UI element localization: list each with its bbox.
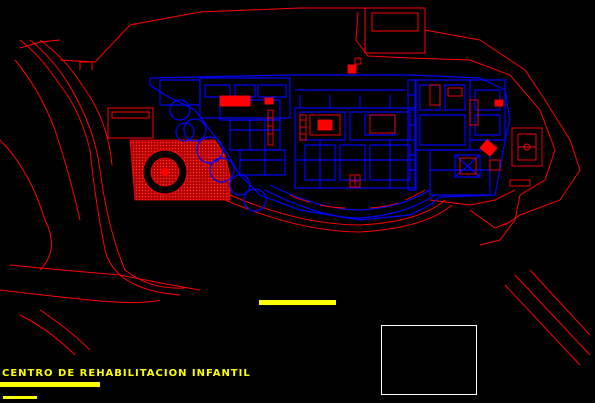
drawing-title: CENTRO DE REHABILITACION INFANTIL (2, 368, 251, 379)
layout-viewport[interactable] (381, 325, 477, 395)
building-red-details (219, 57, 543, 209)
title-scale-bar (3, 396, 37, 399)
scale-bar (259, 300, 336, 305)
site-boundary-lines (0, 7, 591, 366)
building-complex (149, 74, 511, 221)
title-underline (0, 382, 100, 387)
parking-area (129, 139, 231, 201)
